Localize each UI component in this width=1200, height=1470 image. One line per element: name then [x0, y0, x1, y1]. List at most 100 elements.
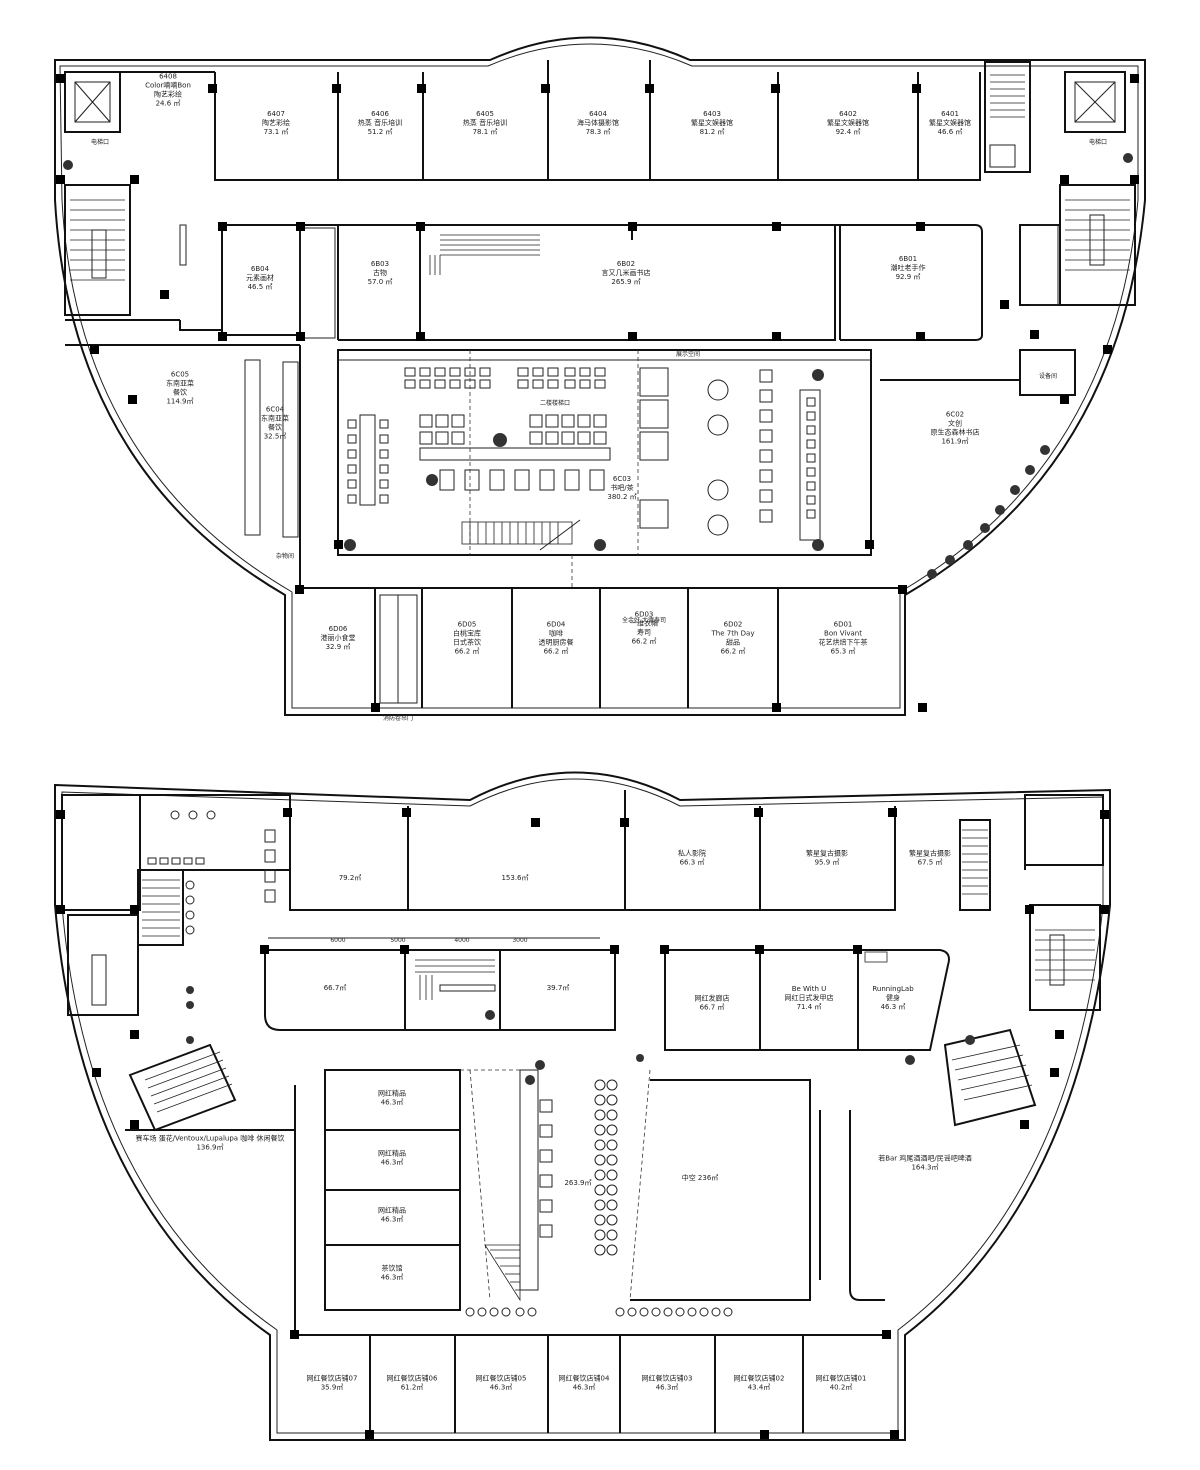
- room-label-line: 6D01: [834, 621, 853, 629]
- room-label-line: 网红餐饮店铺05: [476, 1374, 527, 1383]
- room-label-line: 6403: [703, 110, 721, 118]
- room-label-line: 网红日式发甲店: [785, 993, 834, 1002]
- room-label-line: 66.2 ㎡: [455, 648, 480, 656]
- room-label-line: 6404: [589, 110, 607, 118]
- room-label-line: 繁星复古摄影: [909, 849, 951, 858]
- room-label-line: 6C04: [266, 406, 285, 414]
- room-label-line: 白桃宝库: [453, 629, 481, 638]
- room-label-line: 6B01: [899, 255, 917, 263]
- room-label-line: 32.5㎡: [264, 433, 287, 441]
- room-label-line: 透明厨房餐: [539, 638, 574, 647]
- floor-1-plan: [54, 36, 1146, 716]
- room-label-line: 95.9 ㎡: [815, 859, 840, 867]
- room-label-line: 6D06: [329, 625, 348, 633]
- room-label-line: 66.3 ㎡: [680, 859, 705, 867]
- room-label-line: 92.4 ㎡: [836, 128, 861, 136]
- room-label-line: 健身: [886, 993, 900, 1002]
- room-label-line: 265.9 ㎡: [611, 278, 640, 286]
- room-label-line: 咖啡: [549, 629, 563, 638]
- room-label-line: Be With U: [792, 985, 827, 993]
- room-label-line: 35.9㎡: [321, 1384, 344, 1392]
- room-label-line: 32.9 ㎡: [326, 643, 351, 651]
- room-label-line: 164.3㎡: [911, 1164, 938, 1172]
- room-label-line: 66.2 ㎡: [632, 638, 657, 646]
- room-label-line: 153.6㎡: [501, 874, 528, 882]
- room-label-line: 繁星文娱器馆: [691, 118, 733, 127]
- room-label-line: 6D02: [724, 621, 743, 629]
- room-label-line: 40.2㎡: [830, 1384, 853, 1392]
- room-label-line: 6402: [839, 110, 857, 118]
- room-label-r2_n: 中空 236㎡: [682, 1173, 719, 1182]
- room-label-line: 东南亚菜: [261, 414, 289, 423]
- label-sign-upper2: 展示空间: [676, 350, 700, 358]
- room-label-line: 6B03: [371, 260, 389, 268]
- room-label-line: 6408: [159, 73, 177, 81]
- room-label-line: 陶艺彩绘: [154, 90, 182, 99]
- room-label-line: 136.9㎡: [196, 1144, 223, 1152]
- room-label-line: 文创: [948, 419, 962, 428]
- room-label-line: 161.9㎡: [941, 438, 968, 446]
- room-label-r2_f: 66.7㎡: [324, 984, 347, 992]
- room-label-line: 66.2 ㎡: [721, 648, 746, 656]
- room-label-line: 言又几米画书店: [602, 268, 651, 277]
- room-label-line: 热蒸 音乐培训: [463, 118, 507, 127]
- room-label-line: 私人影院: [678, 849, 706, 858]
- room-label-line: 46.5 ㎡: [248, 283, 273, 291]
- room-label-line: The 7th Day: [711, 630, 755, 638]
- room-label-line: 网红发廊店: [695, 994, 730, 1003]
- room-label-line: 网红餐饮店铺03: [642, 1374, 693, 1383]
- room-label-line: 46.3㎡: [381, 1216, 404, 1224]
- room-label-line: 海马体摄影馆: [577, 118, 619, 127]
- room-label-line: 繁星复古摄影: [806, 849, 848, 858]
- room-label-line: 46.3㎡: [381, 1274, 404, 1282]
- room-label-line: 114.9㎡: [166, 398, 193, 406]
- room-label-r2_b: 153.6㎡: [501, 874, 528, 882]
- label-dim1: 6000: [330, 937, 345, 944]
- room-label-line: 茶饮馆: [382, 1264, 403, 1273]
- room-label-line: 78.3 ㎡: [586, 128, 611, 136]
- label-stairs-note: 二楼楼梯口: [540, 399, 570, 407]
- room-label-line: 67.5 ㎡: [918, 859, 943, 867]
- room-label-line: 71.4 ㎡: [797, 1003, 822, 1011]
- room-label-line: 39.7㎡: [547, 984, 570, 992]
- room-label-line: 餐饮: [268, 423, 282, 432]
- room-label-line: 43.4㎡: [748, 1384, 771, 1392]
- room-label-line: 繁星文娱器馆: [827, 118, 869, 127]
- room-label-line: 网红餐饮店铺02: [734, 1374, 785, 1383]
- room-label-line: 原生态森林书店: [931, 428, 980, 437]
- room-label-line: 陶艺彩绘: [262, 118, 290, 127]
- room-label-line: 65.3 ㎡: [831, 648, 856, 656]
- room-label-line: 6405: [476, 110, 494, 118]
- room-label-line: 花艺烘焙下午茶: [819, 638, 868, 647]
- room-label-line: 46.3㎡: [381, 1099, 404, 1107]
- room-label-line: 网红精品: [378, 1089, 406, 1098]
- room-label-r2_a: 79.2㎡: [339, 874, 362, 882]
